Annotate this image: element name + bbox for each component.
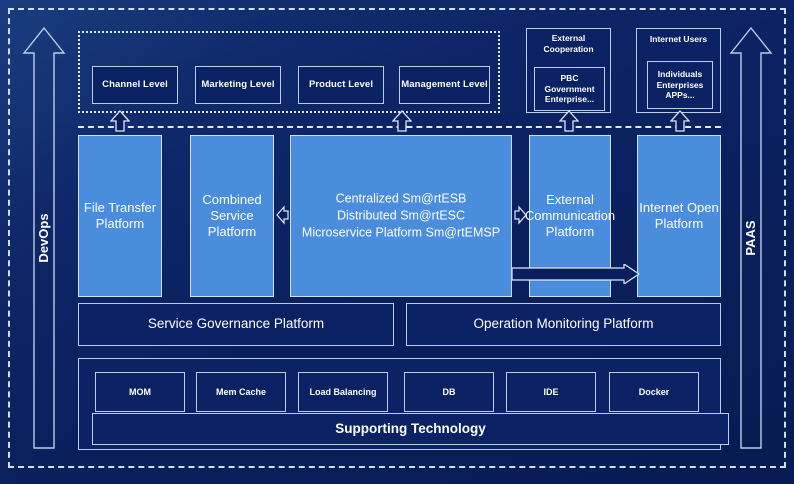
external-cooperation-title: External Cooperation: [543, 33, 594, 54]
platform-box-internet-open[interactable]: Internet Open Platform: [637, 135, 721, 297]
supporting-technology-banner[interactable]: Supporting Technology: [92, 413, 729, 445]
internet-users-box[interactable]: Internet Users Individuals Enterprises A…: [636, 28, 721, 113]
platform-box-center-esb[interactable]: Centralized Sm@rtESB Distributed Sm@rtES…: [290, 135, 512, 297]
internet-users-detail-box: Individuals Enterprises APPs...: [647, 61, 713, 109]
level-label: Marketing Level: [201, 79, 275, 91]
devops-arrow: DevOps: [22, 26, 66, 450]
paas-arrow: PAAS: [729, 26, 773, 450]
support-label: IDE: [543, 386, 559, 397]
level-label: Channel Level: [102, 79, 168, 91]
support-label: DB: [442, 386, 456, 397]
connector-arrow-up-external-communication: [559, 110, 579, 132]
center-platform-line-2: Distributed Sm@rtESC: [337, 208, 465, 223]
support-box-load-balancing[interactable]: Load Balancing: [298, 372, 388, 412]
support-box-mem-cache[interactable]: Mem Cache: [196, 372, 286, 412]
external-cooperation-box[interactable]: External Cooperation PBC Government Ente…: [526, 28, 611, 113]
connector-arrow-left-center-to-combined: [276, 204, 289, 226]
support-label: Docker: [638, 386, 670, 397]
connector-arrow-up-internet-open: [670, 110, 690, 132]
connector-arrow-right-long-to-internet-open: [512, 264, 640, 284]
level-box-management[interactable]: Management Level: [399, 66, 490, 104]
support-box-ide[interactable]: IDE: [506, 372, 596, 412]
internet-users-title: Internet Users: [649, 34, 708, 44]
external-cooperation-detail: PBC Government Enterprise...: [544, 73, 595, 105]
supporting-technology-label: Supporting Technology: [335, 420, 486, 436]
connector-arrow-up-center-platform: [392, 110, 412, 132]
platform-label: File Transfer Platform: [83, 200, 157, 231]
support-label: MOM: [129, 386, 151, 397]
connector-arrow-up-file-transfer: [110, 110, 130, 132]
level-label: Management Level: [401, 79, 488, 91]
platform-label: External Communication Platform: [524, 192, 616, 239]
platform-box-file-transfer[interactable]: File Transfer Platform: [78, 135, 162, 297]
bar-label: Operation Monitoring Platform: [473, 316, 654, 332]
center-platform-line-3: Microservice Platform Sm@rtEMSP: [301, 225, 501, 240]
bar-operation-monitoring[interactable]: Operation Monitoring Platform: [406, 303, 721, 346]
platform-box-external-communication[interactable]: External Communication Platform: [525, 135, 615, 297]
connector-arrow-right-center-to-external: [514, 204, 527, 226]
consumer-levels-group: [78, 31, 500, 113]
support-box-db[interactable]: DB: [404, 372, 494, 412]
platform-label: Internet Open Platform: [639, 200, 719, 231]
bar-service-governance[interactable]: Service Governance Platform: [78, 303, 394, 346]
support-label: Load Balancing: [309, 386, 377, 397]
level-box-product[interactable]: Product Level: [298, 66, 384, 104]
platform-label: Combined Service Platform: [202, 192, 262, 239]
external-cooperation-detail-box: PBC Government Enterprise...: [534, 67, 605, 111]
internet-users-detail: Individuals Enterprises APPs...: [656, 69, 704, 101]
platform-box-combined-service[interactable]: Combined Service Platform: [190, 135, 274, 297]
center-platform-line-1: Centralized Sm@rtESB: [335, 191, 467, 206]
bar-label: Service Governance Platform: [147, 316, 325, 332]
outer-dashed-frame: [8, 8, 786, 468]
support-box-docker[interactable]: Docker: [609, 372, 699, 412]
support-box-mom[interactable]: MOM: [95, 372, 185, 412]
level-label: Product Level: [308, 79, 374, 91]
support-label: Mem Cache: [215, 386, 267, 397]
level-box-marketing[interactable]: Marketing Level: [195, 66, 281, 104]
level-box-channel[interactable]: Channel Level: [92, 66, 178, 104]
